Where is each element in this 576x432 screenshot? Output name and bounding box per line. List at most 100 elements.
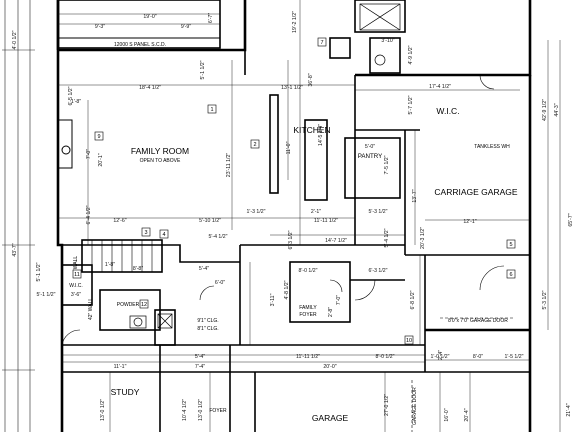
dim-10-4: 10'-4 1/2" xyxy=(182,399,188,421)
dim-36-8: 36'-8" xyxy=(308,73,314,86)
dim-5-4-b: 5'-4 1/2" xyxy=(384,228,390,247)
dim-8-0: 8'-0 1/2" xyxy=(299,268,318,274)
dim-5-3-b: 5'-3 1/2" xyxy=(542,290,548,309)
dim-7-4: 7'-4" xyxy=(195,364,205,370)
dim-3-10: 3'-10" xyxy=(381,38,394,44)
dim-3-11: 3'-11" xyxy=(270,293,276,306)
dim-5-1-c: 5'-1 1/2" xyxy=(37,292,56,298)
dim-4-8: 4'-8 1/2" xyxy=(284,280,290,299)
room-label-family-foyer-2: FOYER xyxy=(299,312,317,318)
tag-9: 9 xyxy=(97,134,100,140)
room-label-kitchen: KITCHEN xyxy=(293,125,330,135)
garage-door-note: 8'0"x 7'0" GARAGE DOOR xyxy=(448,318,508,324)
tag-12: 12 xyxy=(141,302,147,308)
tag-2: 2 xyxy=(253,142,256,148)
dim-3-6: 3'-6" xyxy=(71,292,81,298)
ceiling-note-9-1: 9'1" CLG. xyxy=(197,318,218,324)
tag-7: 7 xyxy=(320,40,323,46)
dim-13-7: 13'-7" xyxy=(412,189,418,202)
tag-3: 3 xyxy=(144,230,147,236)
dim-8-0-c: 8'-0" xyxy=(473,354,483,360)
dim-8-0-b: 8'-0 1/2" xyxy=(376,354,395,360)
dim-43-7: 43'-7" xyxy=(12,243,18,256)
stair-treads xyxy=(91,240,153,272)
tag-markers xyxy=(72,37,516,345)
dim-5-4-c: 5'-4" xyxy=(195,354,205,360)
room-note-family-room: OPEN TO ABOVE xyxy=(140,158,181,164)
dim-1-8-b: 1'-8" xyxy=(71,99,81,105)
room-label-wic-small: W.I.C. xyxy=(69,283,83,289)
room-label-pantry: PANTRY xyxy=(358,153,383,160)
room-label-family-room: FAMILY ROOM xyxy=(131,146,189,156)
dim-23-11: 23'-11 1/2" xyxy=(226,153,232,178)
dim-11-11: 11'-11 1/2" xyxy=(314,218,338,224)
dim-5-3: 5'-3 1/2" xyxy=(369,209,388,215)
dim-18-4: 18'-4 1/2" xyxy=(139,85,161,91)
dim-6-5: 6'-5 1/2" xyxy=(68,86,74,105)
wall-42-note: 42" WALL xyxy=(73,256,79,278)
dim-7-5: 7'-5 1/2" xyxy=(384,155,390,174)
dim-14-7: 14'-7 1/2" xyxy=(325,238,347,244)
dim-16-0: 16'-0" xyxy=(444,408,450,421)
room-label-foyer: FOYER xyxy=(209,408,227,414)
dim-2-8: 2'-8" xyxy=(328,307,334,317)
dimension-lines xyxy=(58,0,561,432)
tag-10: 10 xyxy=(406,338,412,344)
dim-5-4: 5'-4" xyxy=(199,266,209,272)
dim-20-0: 20'-0" xyxy=(323,364,336,370)
tankless-wh-label: TANKLESS WH xyxy=(474,144,510,150)
dim-11-0: 11'-0" xyxy=(286,141,292,154)
dim-4-0: 4'-0 1/2" xyxy=(12,30,18,49)
dim-1-3: 1'-3 1/2" xyxy=(247,209,266,215)
dim-1-8: 1'-8" xyxy=(105,262,115,268)
garage-door-vertical-label: GARAGE DOOR xyxy=(412,387,418,425)
dim-20-1: 20'-1" xyxy=(98,153,104,166)
dim-5-7: 5'-7 1/2" xyxy=(408,95,414,114)
shower-fixture xyxy=(359,3,401,66)
dim-6-0: 6'-0" xyxy=(215,280,225,286)
dim-12-6: 12'-6" xyxy=(113,218,126,224)
dim-11-1: 11'-1" xyxy=(114,364,127,370)
room-label-study: STUDY xyxy=(111,387,140,397)
dim-9-9: 9'-9" xyxy=(181,24,191,30)
dim-5-1-b: 5'-1 1/2" xyxy=(36,262,42,281)
dim-9-3: 9'-3" xyxy=(95,24,105,30)
dim-5-1-a: 5'-1 1/2" xyxy=(200,60,206,79)
dim-13-0: 13'-0 1/2" xyxy=(100,399,106,421)
garage-door-lines xyxy=(411,317,515,432)
dim-1-0: 1'-0 1/2" xyxy=(431,354,450,360)
dim-6-7: 6'-7" xyxy=(208,13,214,23)
room-label-garage: GARAGE xyxy=(312,413,349,423)
dim-44-3: 44'-3" xyxy=(554,103,560,116)
room-label-carriage-garage: CARRIAGE GARAGE xyxy=(434,187,517,197)
wall-42-note-2: 42" WALL xyxy=(88,298,94,320)
tag-4: 4 xyxy=(162,232,165,238)
sliding-door-note: 12000 S PANEL S.C.D. xyxy=(114,42,166,48)
dim-65-7: 65'-7" xyxy=(568,213,574,226)
dim-2-1: 2'-1" xyxy=(311,209,321,215)
dim-19-0: 19'-0" xyxy=(143,14,156,20)
fireplace xyxy=(57,119,73,169)
dim-21-4: 21'-4" xyxy=(566,403,572,416)
dim-4-9: 4'-9 1/2" xyxy=(408,45,414,64)
dim-17-4: 17'-4 1/2" xyxy=(429,84,451,90)
dim-12-1: 12'-1" xyxy=(463,219,476,225)
dim-27-0: 27'-0 1/2" xyxy=(384,394,390,416)
dim-6-3: 6'-3 1/2" xyxy=(369,268,388,274)
door-swings xyxy=(61,74,505,346)
dim-19-2: 19'-2 1/2" xyxy=(292,11,298,33)
tag-11: 11 xyxy=(74,272,80,278)
room-label-wic: W.I.C. xyxy=(436,106,459,116)
dim-5-10: 5'-10 1/2" xyxy=(199,218,221,224)
dim-7-0-b: 7'-0" xyxy=(336,295,342,305)
room-label-family-foyer-1: FAMILY xyxy=(299,305,317,311)
dim-6-4: 6'-4 1/2" xyxy=(86,205,92,224)
ceiling-note-8-1: 8'1" CLG. xyxy=(197,326,218,332)
dim-20-4: 20'-4" xyxy=(464,408,470,421)
dim-11-11-b: 11'-11 1/2" xyxy=(296,354,320,360)
dim-6-8: 6'-8 1/2" xyxy=(410,290,416,309)
dim-6-3-b: 6'-3 1/2" xyxy=(288,230,294,249)
room-label-powder: POWDER xyxy=(117,302,140,308)
dim-14-5: 14'-5 1/4" xyxy=(318,124,324,146)
